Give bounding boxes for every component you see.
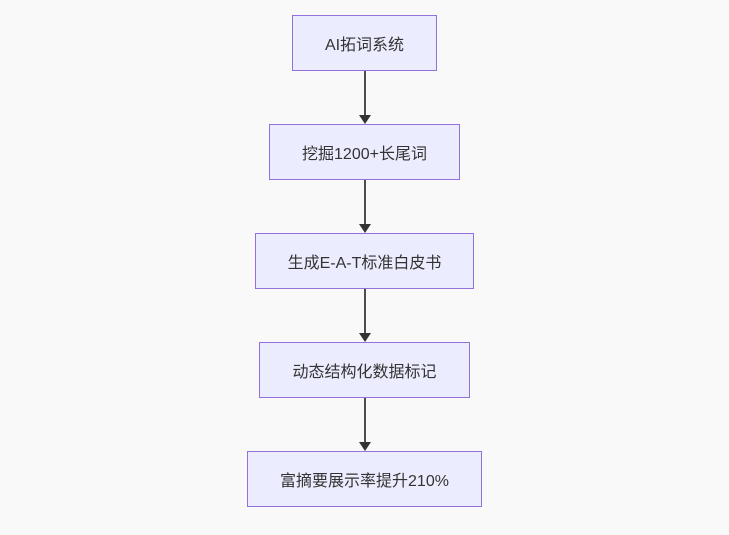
flow-node-longtail-mining: 挖掘1200+长尾词: [269, 124, 460, 180]
arrowhead-down-icon: [358, 115, 371, 124]
flow-node-structured-data-markup: 动态结构化数据标记: [259, 342, 470, 398]
flow-arrow-1: [358, 71, 372, 124]
arrowhead-down-icon: [358, 333, 371, 342]
flow-node-label: 挖掘1200+长尾词: [302, 146, 427, 163]
flow-node-ai-keyword-system: AI拓词系统: [291, 15, 438, 71]
flow-node-eat-whitepaper: 生成E-A-T标准白皮书: [254, 233, 475, 289]
arrow-line: [363, 71, 366, 115]
flow-arrow-2: [358, 180, 372, 233]
arrowhead-down-icon: [358, 224, 371, 233]
flow-arrow-3: [358, 289, 372, 342]
flow-node-label: AI拓词系统: [324, 37, 405, 54]
flow-node-label: 动态结构化数据标记: [292, 364, 437, 381]
flow-node-rich-snippet-result: 富摘要展示率提升210%: [247, 451, 482, 507]
flow-node-label: 生成E-A-T标准白皮书: [287, 255, 442, 272]
arrow-line: [363, 398, 366, 442]
flow-arrow-4: [358, 398, 372, 451]
arrowhead-down-icon: [358, 442, 371, 451]
arrow-line: [363, 289, 366, 333]
flow-node-label: 富摘要展示率提升210%: [280, 473, 449, 490]
arrow-line: [363, 180, 366, 224]
